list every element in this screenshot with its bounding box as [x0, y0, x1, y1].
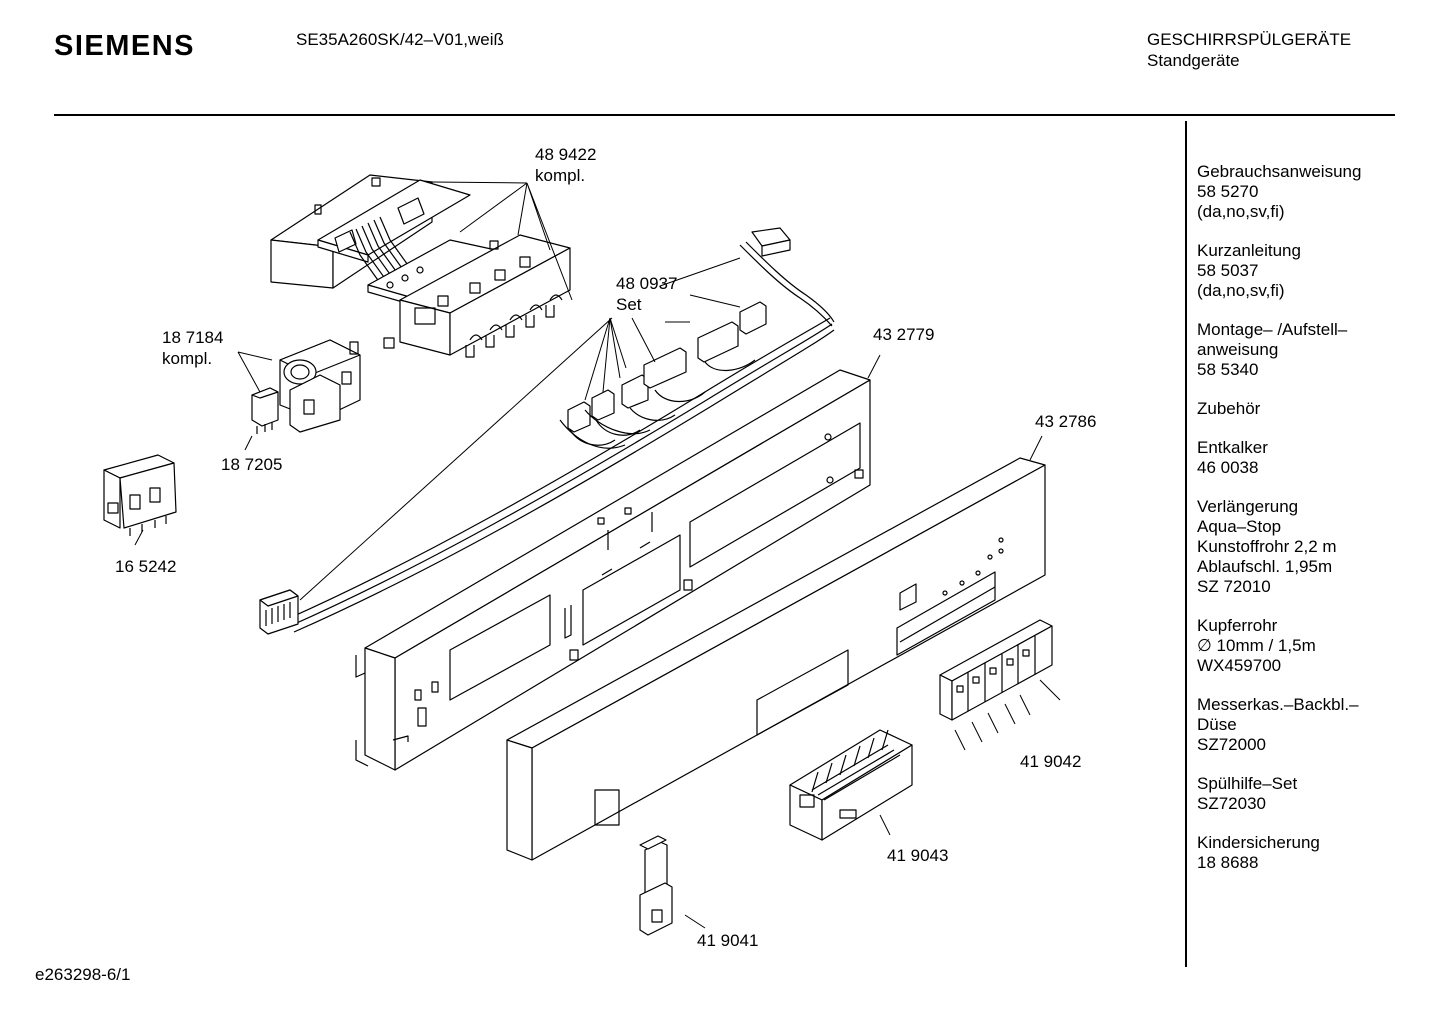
pump-assembly	[251, 339, 361, 434]
accessory-line: SZ72030	[1197, 794, 1266, 813]
accessory-line: Zubehör	[1197, 399, 1261, 418]
accessory-line: Verlängerung	[1197, 497, 1299, 516]
accessory-line: Kindersicherung	[1197, 833, 1320, 852]
accessory-line: (da,no,sv,fi)	[1197, 202, 1285, 221]
button-holder	[789, 729, 913, 841]
part-labels: 48 9422 kompl. 48 0937 Set 18 7184 kompl…	[115, 145, 1096, 950]
label-41-9043: 41 9043	[887, 846, 948, 865]
label-41-9041: 41 9041	[697, 931, 758, 950]
label-48-0937-note: Set	[616, 295, 642, 314]
label-18-7184: 18 7184	[162, 328, 223, 347]
accessory-line: 58 5340	[1197, 360, 1259, 379]
accessory-line: Messerkas.–Backbl.–	[1197, 695, 1359, 714]
label-43-2779: 43 2779	[873, 325, 934, 344]
accessory-line: anweisung	[1197, 340, 1279, 359]
accessory-line: Kurzanleitung	[1197, 241, 1301, 260]
child-lock-part	[639, 835, 673, 936]
exploded-parts-diagram: 48 9422 kompl. 48 0937 Set 18 7184 kompl…	[103, 145, 1096, 950]
label-18-7184-note: kompl.	[162, 349, 212, 368]
accessory-line: Spülhilfe–Set	[1197, 774, 1298, 793]
wiring-harness	[259, 227, 835, 635]
control-board-assembly	[270, 174, 571, 358]
siemens-logo: SIEMENS	[54, 30, 196, 62]
accessory-line: (da,no,sv,fi)	[1197, 281, 1285, 300]
label-16-5242: 16 5242	[115, 557, 176, 576]
label-18-7205: 18 7205	[221, 455, 282, 474]
leader-lines	[134, 181, 1061, 929]
button-set	[939, 619, 1053, 721]
panel-frame	[355, 369, 871, 771]
accessory-line: SZ72000	[1197, 735, 1266, 754]
accessory-line: Ablaufschl. 1,95m	[1197, 557, 1333, 576]
accessory-line: Aqua–Stop	[1197, 517, 1282, 536]
accessory-line: 46 0038	[1197, 458, 1259, 477]
accessory-line: 18 8688	[1197, 853, 1259, 872]
accessory-line: Gebrauchsanweisung	[1197, 162, 1362, 181]
accessory-line: 58 5270	[1197, 182, 1259, 201]
accessory-line: 58 5037	[1197, 261, 1259, 280]
label-48-9422: 48 9422	[535, 145, 596, 164]
accessory-line: Entkalker	[1197, 438, 1268, 457]
accessory-line: SZ 72010	[1197, 577, 1271, 596]
accessory-line: ∅ 10mm / 1,5m	[1197, 636, 1316, 655]
accessory-line: WX459700	[1197, 656, 1282, 675]
accessory-line: Montage– /Aufstell–	[1197, 320, 1348, 339]
category-title: GESCHIRRSPÜLGERÄTE	[1147, 30, 1352, 49]
drawing-id: e263298-6/1	[35, 965, 131, 984]
label-43-2786: 43 2786	[1035, 412, 1096, 431]
front-panel	[506, 457, 1046, 861]
header-divider	[54, 114, 1395, 116]
relay-component	[103, 454, 177, 536]
accessory-line: Kunstoffrohr 2,2 m	[1197, 537, 1337, 556]
label-48-0937: 48 0937	[616, 274, 677, 293]
accessory-line: Düse	[1197, 715, 1237, 734]
model-number: SE35A260SK/42–V01,weiß	[296, 30, 504, 49]
label-41-9042: 41 9042	[1020, 752, 1081, 771]
category-subtitle: Standgeräte	[1147, 51, 1240, 70]
sidebar-divider	[1185, 121, 1187, 967]
accessory-line: Kupferrohr	[1197, 616, 1278, 635]
label-48-9422-note: kompl.	[535, 166, 585, 185]
accessory-entry: Zubehör	[1197, 399, 1432, 419]
